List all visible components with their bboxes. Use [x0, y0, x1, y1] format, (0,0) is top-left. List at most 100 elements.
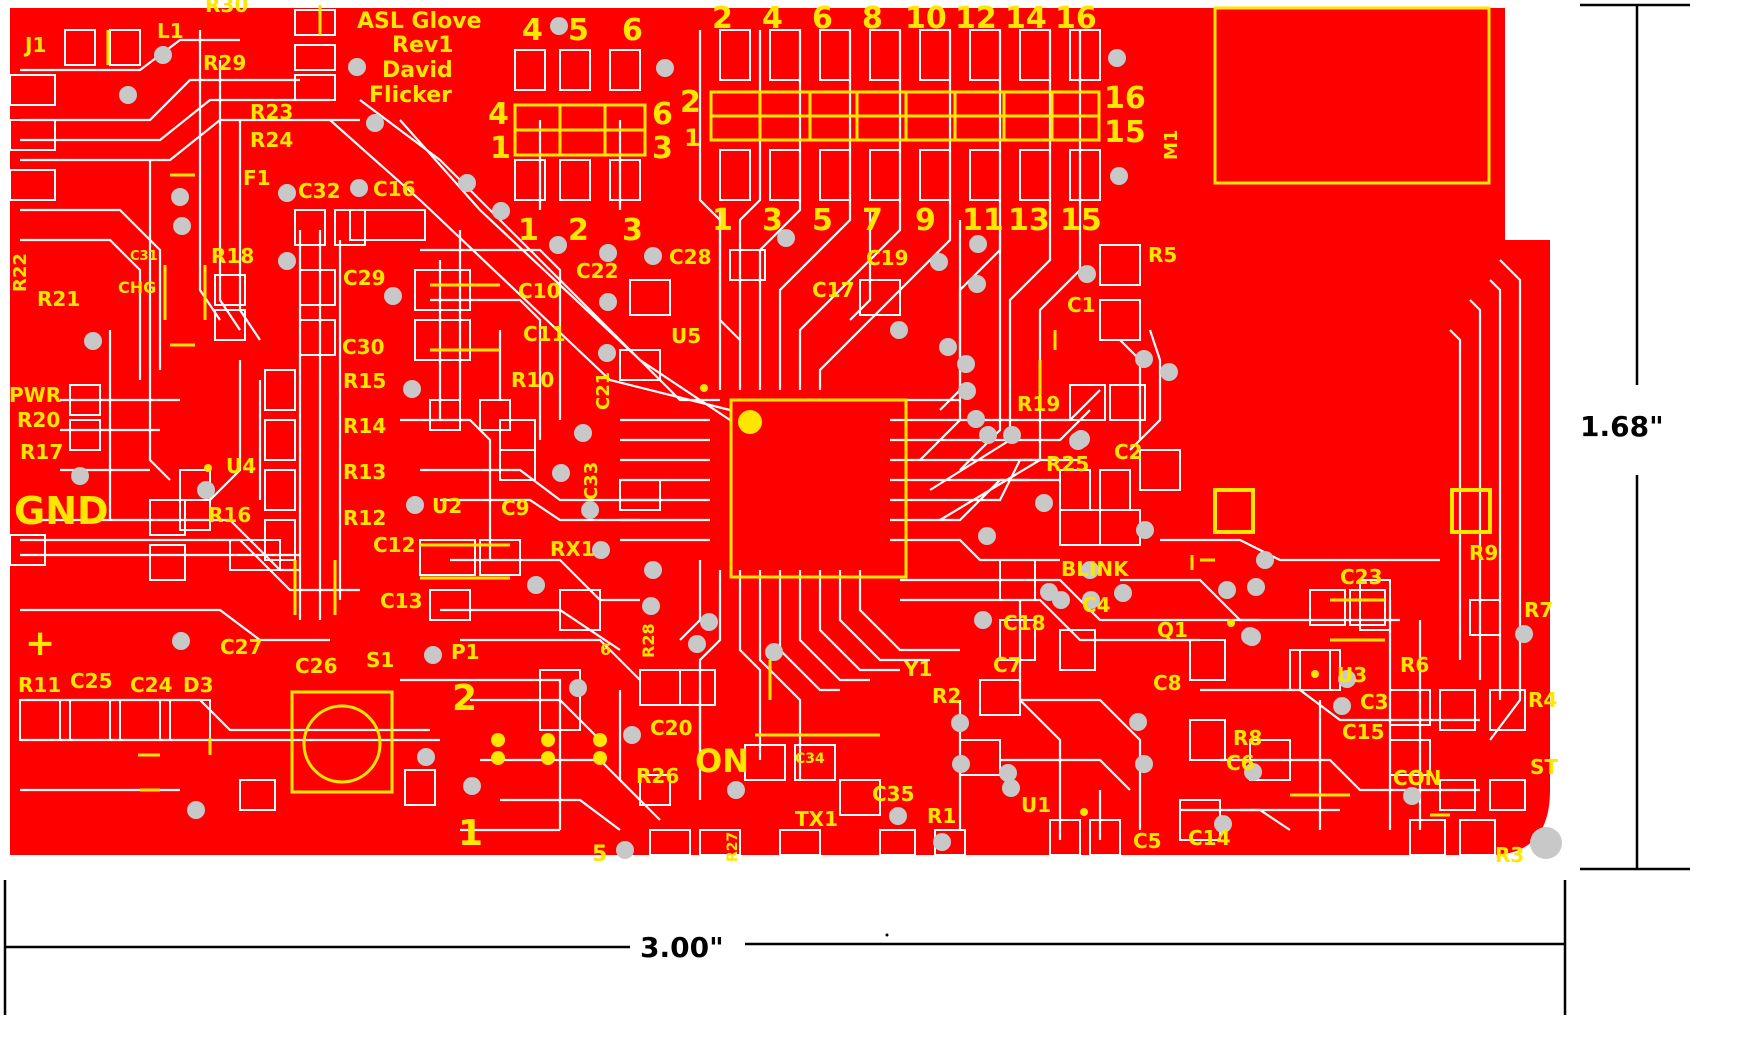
label-RX1: RX1 [550, 537, 595, 561]
label-R29: R29 [203, 51, 246, 75]
label-U1: U1 [1021, 793, 1051, 817]
header-small-top-pin: 6 [622, 13, 643, 48]
label-R24: R24 [250, 128, 293, 152]
label-R20: R20 [17, 408, 60, 432]
label-R17: R17 [20, 440, 63, 464]
header-small-right-bottom: 3 [652, 131, 673, 166]
label-C21: C21 [593, 372, 614, 410]
header-small-bottom-pin: 1 [518, 213, 539, 248]
label-C19: C19 [866, 246, 909, 270]
label-R2: R2 [932, 684, 961, 708]
board-title-line4: Flicker [369, 83, 452, 108]
label-C27: C27 [220, 635, 263, 659]
label-M1: M1 [1161, 130, 1182, 160]
label-Q1: Q1 [1157, 618, 1188, 642]
header-large-bottom-pin: 15 [1060, 203, 1102, 238]
label-R18: R18 [211, 244, 254, 268]
header-large-top-pin: 6 [812, 1, 833, 36]
label-R16: R16 [208, 503, 251, 527]
label-R23: R23 [250, 100, 293, 124]
header-small-bottom-pin: 3 [622, 213, 643, 248]
label-R4: R4 [1528, 688, 1557, 712]
label-C13: C13 [380, 589, 423, 613]
header-large-left-bottom: 1 [684, 124, 701, 152]
label-Y1: Y1 [903, 657, 932, 681]
copper-layer [10, 8, 1550, 855]
button-circle [302, 704, 382, 784]
header-small-bottom-pin: 2 [568, 213, 589, 248]
label-C1: C1 [1067, 293, 1096, 317]
label-C31: C31 [130, 249, 158, 264]
label-R30: R30 [205, 0, 248, 17]
label-U2: U2 [432, 494, 462, 518]
label-PWR: PWR [9, 383, 61, 407]
label-CON: CON [1393, 766, 1441, 790]
header-large-left-top: 2 [680, 85, 701, 120]
label-R22: R22 [10, 253, 31, 292]
label-C10: C10 [518, 279, 561, 303]
header-large-top-pin: 12 [955, 1, 997, 36]
header-large-bottom-pin: 9 [915, 203, 936, 238]
label-R8: R8 [1233, 726, 1262, 750]
label-C34: C34 [795, 751, 825, 767]
label-R21: R21 [37, 287, 80, 311]
label-plus: + [25, 623, 55, 664]
label-R6: R6 [1400, 653, 1429, 677]
label-R25: R25 [1046, 452, 1089, 476]
label-R12: R12 [343, 506, 386, 530]
label-U5: U5 [671, 324, 701, 348]
label-pin6-misc: 6 [600, 640, 611, 659]
antenna-keepout [1213, 6, 1491, 185]
button-outline [290, 690, 394, 794]
label-C14: C14 [1188, 826, 1231, 850]
label-C33: C33 [581, 462, 602, 500]
header-large-bottom-pin: 11 [962, 203, 1004, 238]
header-large-bottom-pin: 13 [1008, 203, 1050, 238]
label-C2: C2 [1114, 440, 1143, 464]
label-J1: J1 [23, 33, 46, 57]
p1-pin-bottom: 1 [458, 813, 483, 854]
label-R14: R14 [343, 414, 386, 438]
label-C28: C28 [669, 245, 712, 269]
label-C23: C23 [1340, 565, 1383, 589]
traces [20, 30, 1522, 840]
header-large-bottom-pin: 3 [762, 203, 783, 238]
label-R19: R19 [1017, 392, 1060, 416]
label-R15: R15 [343, 369, 386, 393]
header-large-bottom-pin: 5 [812, 203, 833, 238]
header-large-bottom-pin: 1 [712, 203, 733, 238]
pads [9, 9, 1526, 856]
header-large-top-pin: 16 [1055, 1, 1097, 36]
label-C16: C16 [373, 177, 416, 201]
label-R1: R1 [927, 804, 956, 828]
label-ON: ON [695, 742, 749, 780]
header-large-bottom-pin: 7 [862, 203, 883, 238]
label-C7: C7 [993, 653, 1022, 677]
label-R27: R27 [725, 832, 741, 862]
silkscreen-shapes [106, 5, 1492, 817]
label-U3: U3 [1337, 663, 1367, 687]
label-R13: R13 [343, 460, 386, 484]
silk-text: ASL Glove Rev1 David Flicker J1 L1 R30 R… [9, 0, 1558, 867]
header-small-right-top: 6 [652, 97, 673, 132]
vias [71, 17, 1562, 859]
board-title-line2: Rev1 [392, 33, 454, 58]
dimension-height: 1.68" [1580, 410, 1664, 443]
board-title-line1: ASL Glove [357, 9, 482, 34]
label-C25: C25 [70, 669, 113, 693]
label-R11: R11 [18, 673, 61, 697]
label-C5: C5 [1133, 829, 1162, 853]
label-L1: L1 [157, 19, 184, 43]
header-small-top-pin: 5 [568, 13, 589, 48]
label-C4: C4 [1082, 593, 1111, 617]
label-C12: C12 [373, 533, 416, 557]
label-TX1: TX1 [795, 807, 838, 831]
label-U4: U4 [226, 454, 256, 478]
label-BLINK: BLINK [1061, 557, 1130, 581]
label-GND: GND [14, 489, 109, 533]
header-large-top-pin: 14 [1005, 1, 1047, 36]
label-P1: P1 [451, 640, 480, 664]
